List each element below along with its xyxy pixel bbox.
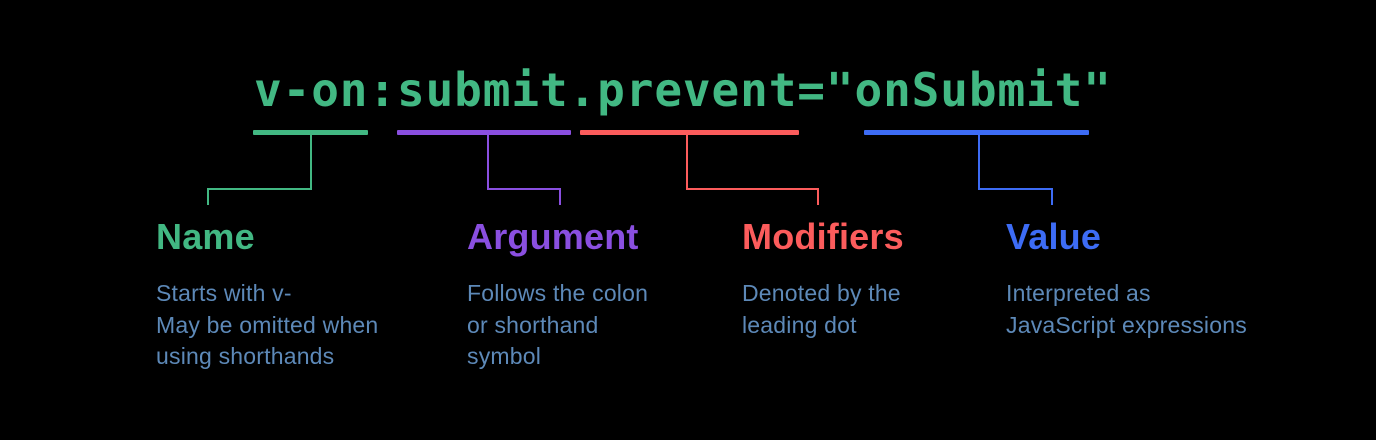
underline-bar-name xyxy=(253,130,368,135)
annotation-label-modifiers: Modifiers xyxy=(742,216,904,257)
underline-bar-value xyxy=(864,130,1089,135)
connector-value-horizontal xyxy=(978,188,1053,190)
connector-argument-tick xyxy=(559,188,561,205)
annotation-label-argument: Argument xyxy=(467,216,639,257)
connector-value-vertical xyxy=(978,135,980,190)
annotation-description-argument: Follows the colon or shorthand symbol xyxy=(467,280,649,369)
connector-name-tick xyxy=(207,188,209,205)
connector-modifiers-horizontal xyxy=(686,188,819,190)
code-snippet: v-on:submit.prevent="onSubmit" xyxy=(254,63,1112,117)
connector-argument-horizontal xyxy=(487,188,561,190)
connector-value-tick xyxy=(1051,188,1053,205)
annotation-description-name: Starts with v- May be omitted when using… xyxy=(156,280,379,369)
connector-modifiers-tick xyxy=(817,188,819,205)
annotation-description-modifiers: Denoted by the leading dot xyxy=(742,280,901,338)
underline-bar-modifiers xyxy=(580,130,799,135)
annotation-label-name: Name xyxy=(156,216,255,257)
connector-argument-vertical xyxy=(487,135,489,190)
connector-name-vertical xyxy=(310,135,312,190)
annotation-description-value: Interpreted as JavaScript expressions xyxy=(1006,280,1247,338)
connector-modifiers-vertical xyxy=(686,135,688,190)
annotation-label-value: Value xyxy=(1006,216,1102,257)
connector-name-horizontal xyxy=(207,188,312,190)
underline-bar-argument xyxy=(397,130,571,135)
